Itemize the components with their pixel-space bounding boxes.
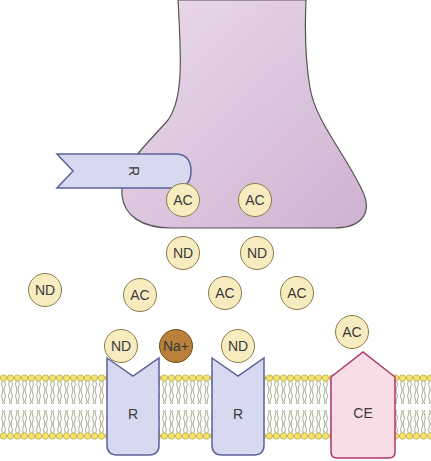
node-label: AC [245, 193, 264, 207]
node-label: R [128, 407, 138, 421]
node-label: AC [342, 325, 361, 339]
node-label: AC [173, 193, 192, 207]
node-outline [57, 154, 191, 188]
node-label: CE [353, 406, 372, 420]
node-label: Na+ [163, 339, 189, 353]
acetylcholine: AC [166, 183, 200, 217]
acetylcholine: AC [208, 276, 242, 310]
drug-molecule: ND [221, 329, 255, 363]
node-outline-path [107, 358, 159, 455]
node-outline-path [57, 154, 191, 188]
node-label: R [127, 166, 141, 176]
drug-molecule: ND [166, 236, 200, 270]
node-label: ND [111, 339, 131, 353]
node-outline-path [331, 352, 395, 458]
acetylcholine: AC [280, 276, 314, 310]
node-label: AC [130, 288, 149, 302]
receptor: R [106, 356, 160, 456]
presynaptic-terminal [122, 0, 366, 228]
autoreceptor: R [57, 154, 191, 188]
drug-molecule: ND [240, 236, 274, 270]
sodium-ion: Na+ [159, 329, 193, 363]
acetylcholine: AC [335, 315, 369, 349]
node-label: ND [35, 283, 55, 297]
node-outline [330, 351, 396, 459]
drug-molecule: ND [104, 329, 138, 363]
node-label: R [233, 407, 243, 421]
acetylcholine: AC [123, 278, 157, 312]
node-outline [211, 356, 265, 456]
node-label: ND [228, 339, 248, 353]
receptor: R [211, 356, 265, 456]
node-outline-path [212, 358, 264, 455]
node-label: AC [215, 286, 234, 300]
node-label: AC [287, 286, 306, 300]
node-label: ND [247, 246, 267, 260]
node-outline [106, 356, 160, 456]
acetylcholine: AC [238, 183, 272, 217]
cholinesterase: CE [330, 351, 396, 459]
drug-molecule: ND [28, 273, 62, 307]
node-label: ND [173, 246, 193, 260]
